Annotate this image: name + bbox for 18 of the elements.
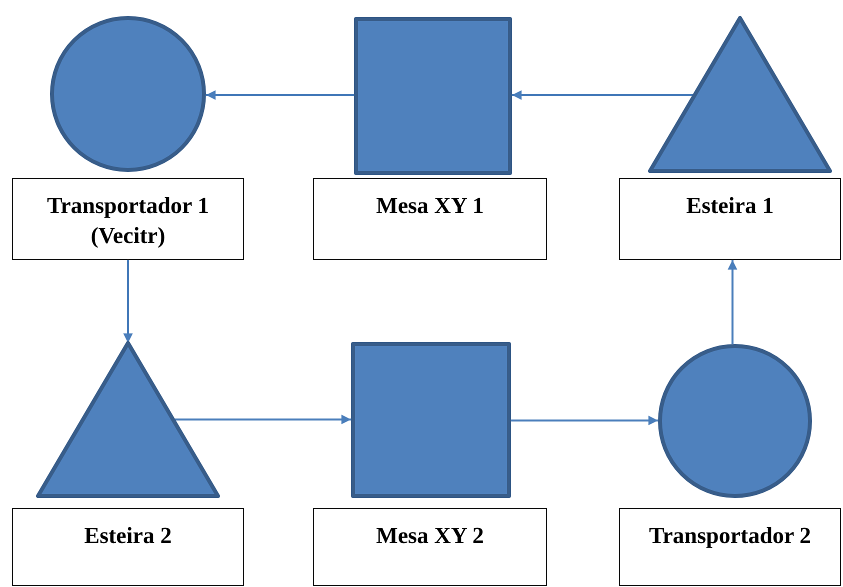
arrow xyxy=(174,414,351,424)
node-label: Mesa XY 1 xyxy=(375,192,485,220)
node-label: Transportador 1 (Vecitr) xyxy=(46,192,210,250)
arrow xyxy=(728,260,738,344)
arrow xyxy=(123,260,133,343)
node-label: Esteira 2 xyxy=(83,522,173,550)
label-box xyxy=(12,508,244,586)
label-box xyxy=(12,178,244,260)
label-box xyxy=(313,178,547,260)
node-label: Mesa XY 2 xyxy=(375,522,485,550)
label-box xyxy=(619,508,841,586)
node-label: Transportador 2 xyxy=(648,522,812,550)
label-box xyxy=(619,178,841,260)
arrow xyxy=(511,416,658,426)
arrow xyxy=(206,90,354,100)
arrow xyxy=(512,90,694,100)
node-label: Esteira 1 xyxy=(685,192,775,220)
label-box xyxy=(313,508,547,586)
